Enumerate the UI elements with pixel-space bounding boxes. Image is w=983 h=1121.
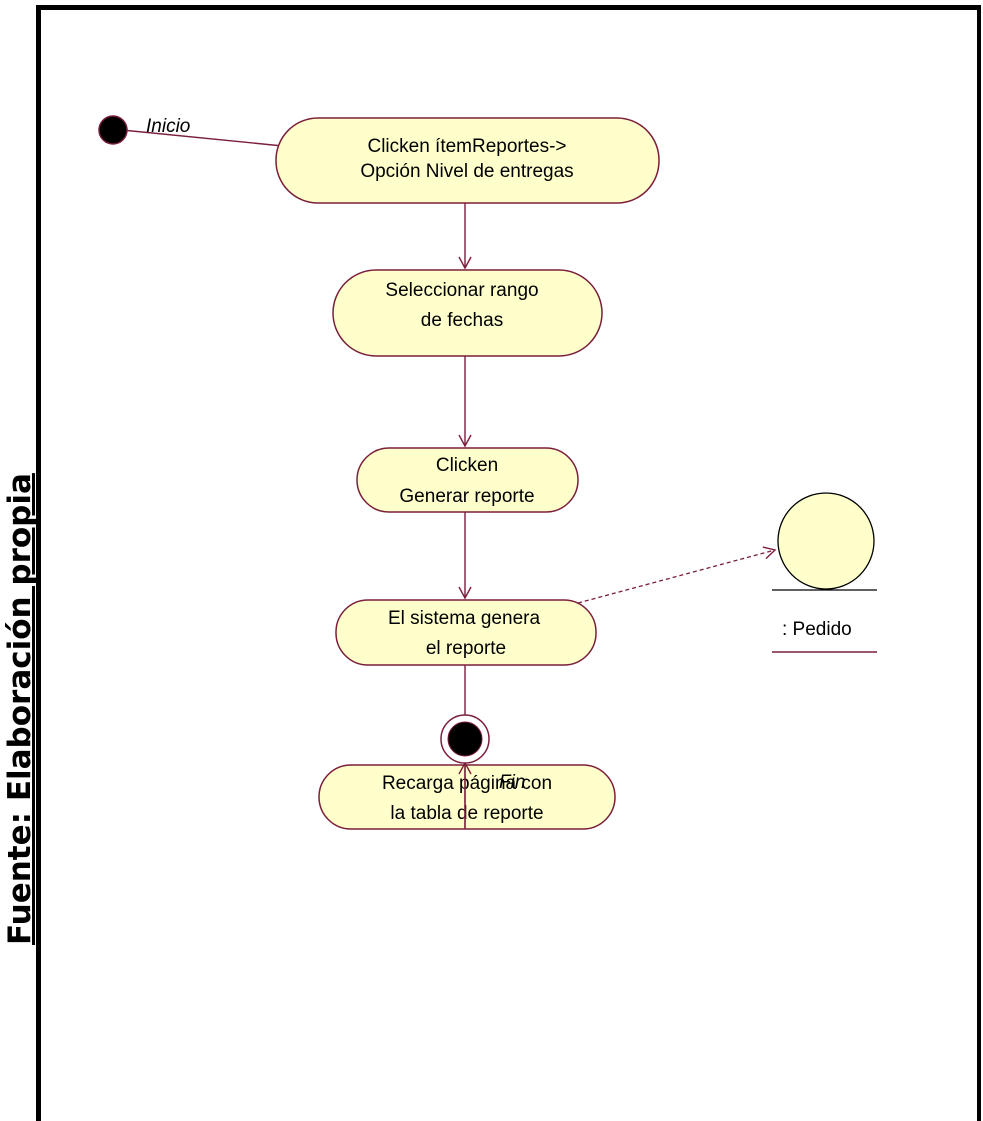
activity-4: El sistema genera el reporte [335, 599, 597, 666]
source-caption: Fuente: Elaboración propia [2, 473, 38, 945]
activity-2-line-2: de fechas [421, 310, 503, 331]
activity-4-line-1: El sistema genera [388, 608, 541, 629]
activity-4-line-2: el reporte [426, 638, 506, 659]
object-flow-to-pedido [577, 546, 777, 604]
object-node-pedido: : Pedido [772, 492, 877, 653]
activity-2: Seleccionar rango de fechas [332, 269, 603, 357]
start-label: Inicio [146, 116, 190, 137]
object-label: : Pedido [782, 619, 852, 640]
control-flows [121, 129, 777, 765]
activity-5-line-2: la tabla de reporte [390, 803, 543, 824]
activity-1-line-2: Opción Nivel de entregas [360, 161, 573, 182]
final-node-circle [440, 714, 490, 764]
activity-3-line-1: Clicken [436, 455, 498, 476]
activity-1-line-1: Clicken ítemReportes-> [367, 136, 566, 157]
activity-3-line-2: Generar reporte [399, 486, 534, 507]
flow-start-to-activity-1 [121, 129, 295, 153]
end-label: Fin [499, 772, 525, 793]
activity-3: Clicken Generar reporte [356, 447, 579, 513]
activity-5: Recarga página con la tabla de reporte [318, 764, 616, 830]
activity-5-line-1: Recarga página con [382, 773, 552, 794]
initial-node: Inicio [98, 115, 190, 145]
activity-2-line-1: Seleccionar rango [385, 280, 538, 301]
activity-1: Clicken ítemReportes-> Opción Nivel de e… [275, 117, 660, 204]
diagram-frame [36, 5, 981, 1121]
